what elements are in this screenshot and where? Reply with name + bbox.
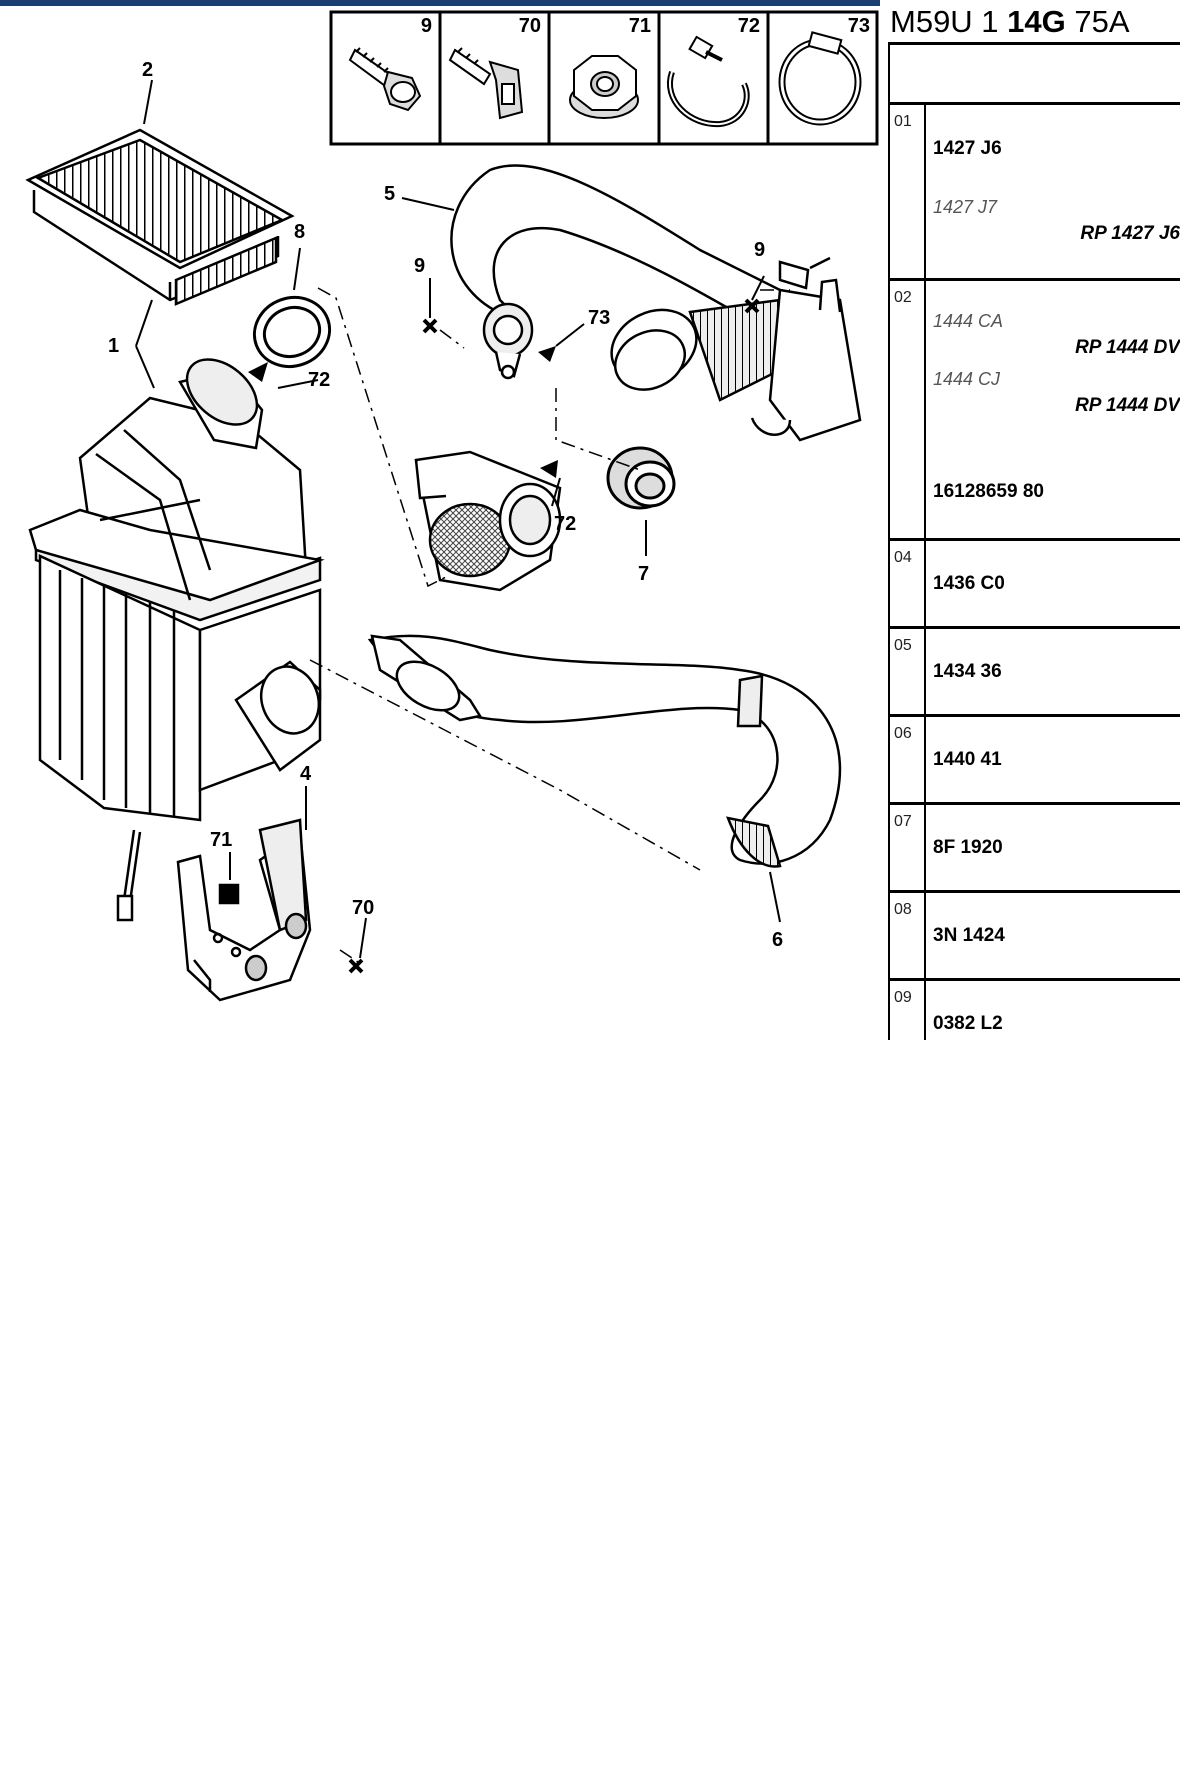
fastener-legend: 9 70 71 72 73 (329, 10, 879, 146)
hose-clamp-icon (667, 35, 750, 128)
callout-7: 8 (294, 221, 305, 243)
callout-9a: 9 (414, 255, 425, 277)
parts-row: 04 1436 C0 (888, 541, 1180, 626)
callout-5: 5 (384, 183, 395, 205)
row-number: 06 (894, 725, 912, 742)
worm-clamp-icon (778, 31, 862, 126)
alt-part-number: 1427 J7 (933, 197, 998, 217)
alt-part-number: 1444 CJ (933, 369, 1001, 389)
seal-ring (252, 296, 332, 368)
replacement-part-number: RP 1427 J6 (1080, 223, 1180, 244)
cross-markers (348, 298, 760, 974)
part-number: 0382 L2 (933, 1013, 1003, 1034)
airflow-meter (414, 450, 562, 592)
leader-lines (135, 79, 781, 959)
row-number: 04 (894, 549, 912, 566)
screw-clip-icon (448, 47, 524, 120)
row-number: 07 (894, 813, 912, 830)
callout-4: 4 (300, 763, 312, 785)
parts-row: 09 0382 L2 (888, 981, 1180, 1040)
row-number: 09 (894, 989, 912, 1006)
part-number: 8F 1920 (933, 837, 1003, 858)
upper-air-hose (450, 164, 862, 442)
parts-list-panel: M59U 1 14G 75A 01 1427 J6 1427 J7 RP 142… (880, 0, 1180, 1040)
mounting-bracket (176, 818, 312, 1002)
callout-71: 71 (210, 829, 232, 851)
legend-num-73: 73 (848, 15, 870, 37)
parts-row: 01 1427 J6 1427 J7 RP 1427 J6 (888, 105, 1180, 278)
callout-1: 1 (108, 335, 119, 357)
parts-row: 02 1444 CA RP 1444 DV 1444 CJ RP 1444 DV… (888, 281, 1180, 538)
alt-part-number: 1444 CA (933, 311, 1004, 331)
parts-row: 06 1440 41 (888, 717, 1180, 802)
callout-8: 7 (638, 563, 649, 585)
parts-row: 07 8F 1920 (888, 805, 1180, 890)
parts-row: 05 1434 36 (888, 629, 1180, 714)
part-number: 3N 1424 (933, 925, 1005, 946)
callout-2: 2 (142, 59, 153, 81)
header-bar (0, 0, 880, 6)
legend-num-72: 72 (738, 15, 760, 37)
exploded-diagram: 9 70 71 72 73 (0, 0, 880, 1040)
legend-num-70: 70 (519, 15, 541, 37)
title-prefix: M59U 1 (890, 4, 999, 39)
screw-icon (348, 47, 422, 112)
callout-6: 6 (772, 929, 783, 951)
replacement-part-number: RP 1444 DV (1075, 337, 1180, 358)
callout-9b: 9 (754, 239, 765, 261)
row-number: 05 (894, 637, 912, 654)
callout-72a: 72 (308, 369, 330, 391)
part-number: 1434 36 (933, 661, 1002, 682)
part-number: 1436 C0 (933, 573, 1005, 594)
lower-air-hose (367, 634, 842, 868)
title-group: 14G (1007, 4, 1066, 39)
connection-lines (309, 287, 790, 963)
callout-72b: 72 (554, 513, 576, 535)
grommet (606, 446, 676, 510)
air-filter-element (25, 128, 295, 306)
legend-num-9: 9 (421, 15, 432, 37)
callout-labels: 2 1 8 5 9 9 73 72 72 7 6 4 71 70 (108, 59, 783, 951)
air-filter-housing (28, 358, 325, 922)
callout-73: 73 (588, 307, 610, 329)
diagram-reference-title: M59U 1 14G 75A (890, 4, 1130, 40)
part-number: 1440 41 (933, 749, 1002, 770)
parts-row: 08 3N 1424 (888, 893, 1180, 978)
flange-nut-icon (569, 55, 639, 119)
triangle-markers (248, 346, 558, 478)
part-number: 16128659 80 (933, 481, 1044, 502)
callout-70: 70 (352, 897, 374, 919)
title-suffix: 75A (1074, 4, 1130, 39)
row-number: 08 (894, 901, 912, 918)
row-number: 02 (894, 289, 912, 306)
legend-num-71: 71 (629, 15, 651, 37)
replacement-part-number: RP 1444 DV (1075, 395, 1180, 416)
row-number: 01 (894, 113, 912, 130)
part-number: 1427 J6 (933, 138, 1002, 159)
